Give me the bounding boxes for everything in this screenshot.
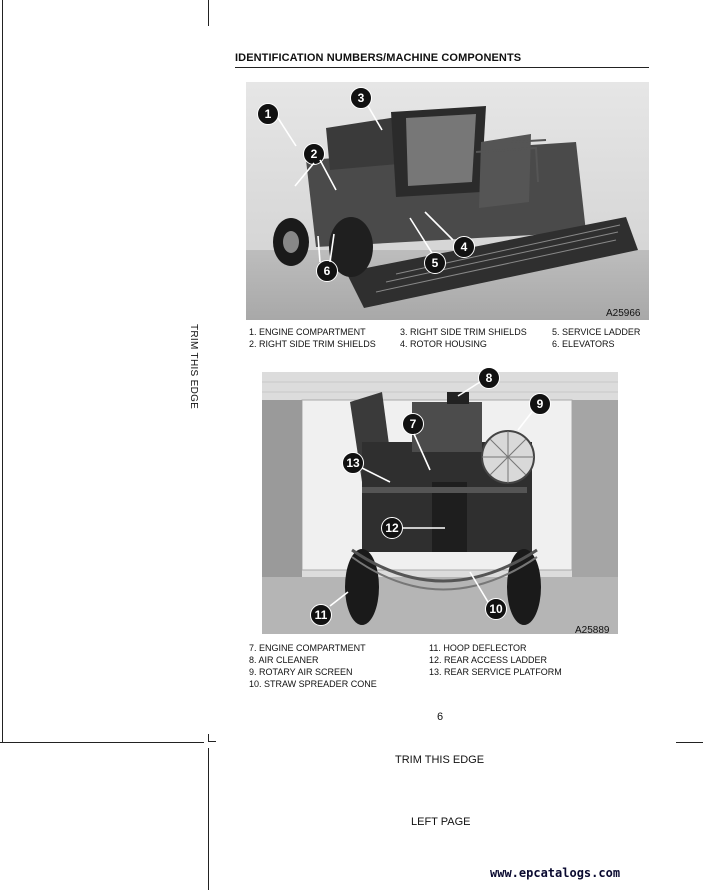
caption-item: 12. REAR ACCESS LADDER — [429, 655, 548, 665]
caption-item: 3. RIGHT SIDE TRIM SHIELDS — [400, 327, 527, 337]
trim-line-left — [0, 742, 204, 743]
watermark-link[interactable]: www.epcatalogs.com — [490, 866, 621, 880]
callout-4: 4 — [453, 236, 475, 258]
combine-side-photo — [246, 82, 649, 320]
caption-item: 4. ROTOR HOUSING — [400, 339, 487, 349]
callout-9: 9 — [529, 393, 551, 415]
caption-item: 10. STRAW SPREADER CONE — [249, 679, 377, 689]
combine-rear-photo — [262, 372, 618, 634]
title-rule — [235, 67, 649, 68]
figure1-caption-col1: 1. ENGINE COMPARTMENT 2. RIGHT SIDE TRIM… — [249, 326, 376, 350]
section-title: IDENTIFICATION NUMBERS/MACHINE COMPONENT… — [235, 52, 522, 64]
callout-3: 3 — [350, 87, 372, 109]
crop-line-bottom — [208, 748, 209, 890]
callout-12: 12 — [381, 517, 403, 539]
callout-7: 7 — [402, 413, 424, 435]
callout-6: 6 — [316, 260, 338, 282]
caption-item: 2. RIGHT SIDE TRIM SHIELDS — [249, 339, 376, 349]
trim-edge-label-vertical: TRIM THIS EDGE — [188, 324, 199, 410]
page-number: 6 — [437, 711, 444, 723]
figure2-caption-col1: 7. ENGINE COMPARTMENT 8. AIR CLEANER 9. … — [249, 642, 377, 690]
callout-10: 10 — [485, 598, 507, 620]
figure2-caption-col2: 11. HOOP DEFLECTOR 12. REAR ACCESS LADDE… — [429, 642, 562, 678]
callout-8: 8 — [478, 367, 500, 389]
corner-mark-horizontal — [208, 741, 216, 742]
figure1-caption-col2: 3. RIGHT SIDE TRIM SHIELDS 4. ROTOR HOUS… — [400, 326, 527, 350]
callout-11: 11 — [310, 604, 332, 626]
caption-item: 5. SERVICE LADDER — [552, 327, 641, 337]
caption-item: 13. REAR SERVICE PLATFORM — [429, 667, 562, 677]
crop-line-top — [208, 0, 209, 26]
figure2-code: A25889 — [575, 625, 610, 636]
callout-1: 1 — [257, 103, 279, 125]
callout-5: 5 — [424, 252, 446, 274]
caption-item: 6. ELEVATORS — [552, 339, 615, 349]
figure1-code: A25966 — [606, 308, 641, 319]
trim-edge-label-bottom: TRIM THIS EDGE — [395, 754, 485, 766]
caption-item: 8. AIR CLEANER — [249, 655, 319, 665]
caption-item: 11. HOOP DEFLECTOR — [429, 643, 527, 653]
trim-line-right — [676, 742, 703, 743]
caption-item: 1. ENGINE COMPARTMENT — [249, 327, 366, 337]
figure1-caption-col3: 5. SERVICE LADDER 6. ELEVATORS — [552, 326, 640, 350]
corner-mark-vertical — [208, 734, 209, 742]
crop-line-left — [2, 0, 3, 742]
left-page-label: LEFT PAGE — [411, 816, 471, 828]
caption-item: 9. ROTARY AIR SCREEN — [249, 667, 353, 677]
callout-13: 13 — [342, 452, 364, 474]
callout-2: 2 — [303, 143, 325, 165]
caption-item: 7. ENGINE COMPARTMENT — [249, 643, 366, 653]
